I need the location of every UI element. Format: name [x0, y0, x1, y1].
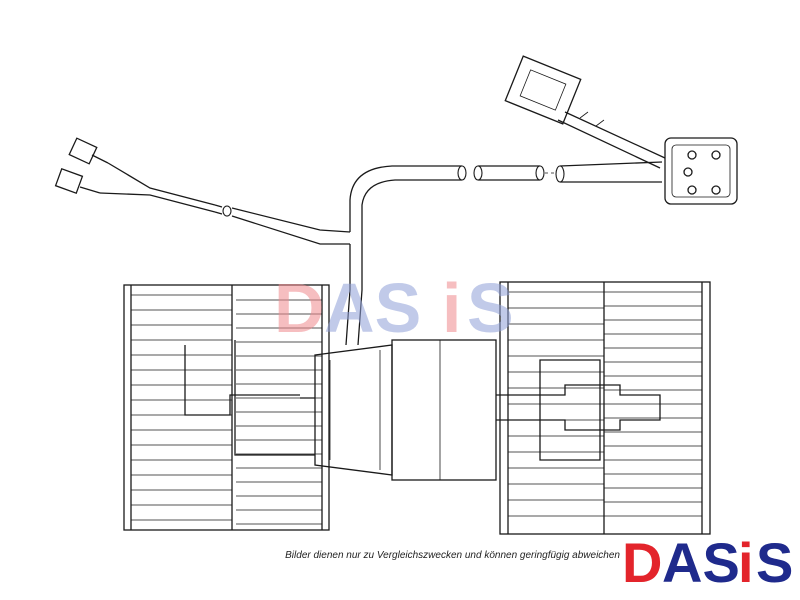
- watermark-letter-d: D: [274, 269, 325, 338]
- logo-letter-s: S: [756, 531, 793, 588]
- fan-wheel-right: [496, 281, 711, 535]
- logo-letter-i: i: [738, 531, 754, 588]
- dasis-logo: D AS i S: [622, 531, 793, 588]
- logo-letter-d: D: [622, 531, 662, 588]
- disclaimer-caption: Bilder dienen nur zu Vergleichszwecken u…: [285, 550, 620, 561]
- watermark-letter-s: S: [467, 269, 514, 338]
- dasis-watermark-logo: D AS i S: [274, 269, 514, 338]
- multi-pin-plug: [664, 137, 738, 205]
- fan-wheel-left: [123, 284, 330, 531]
- logo-letters-as: AS: [662, 531, 740, 588]
- watermark-letters-as: AS: [324, 269, 421, 338]
- motor-body: [300, 339, 497, 481]
- watermark-letter-i: i: [442, 269, 461, 338]
- resistor-connector: [504, 55, 666, 169]
- wiring-harness-left: [54, 137, 351, 245]
- cable-conduit: [345, 161, 663, 346]
